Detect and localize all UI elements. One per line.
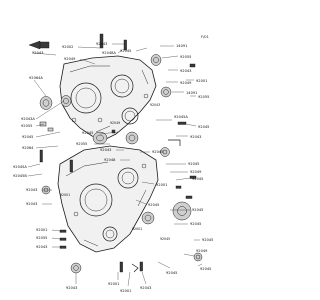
callout-33: 92043	[26, 188, 37, 192]
callout-7: 92045B	[13, 174, 27, 178]
pipe-right	[168, 139, 181, 146]
stud-bolt-right-3	[189, 175, 197, 179]
callout-5: 92064	[22, 146, 34, 150]
bearing-bottom	[70, 262, 82, 274]
callout-24: 92055	[76, 142, 87, 146]
upper-crankcase-half	[59, 55, 157, 141]
small-washer-left-2	[59, 237, 67, 241]
callout-50: 92001	[132, 227, 142, 231]
bearing-left-mid	[60, 95, 72, 107]
callout-30: 92045	[192, 177, 203, 181]
callout-39: 92045	[190, 222, 201, 226]
callout-8: 92002	[62, 45, 73, 49]
callout-48: 92049	[110, 121, 120, 125]
stud-bolt-bottom	[119, 261, 123, 273]
callout-2: 92043A	[21, 117, 35, 121]
callout-labels: 92043 92064A 92043A 92055 92045 92064 92…	[13, 42, 213, 293]
callout-27: 92045	[152, 150, 163, 154]
callout-42: 92045	[200, 267, 211, 271]
callout-29: 92049	[190, 170, 202, 174]
callout-34: 92043	[26, 202, 37, 206]
plug-left	[39, 121, 47, 127]
stud-bolt-right	[189, 63, 196, 68]
bearing-lower-right	[172, 201, 192, 221]
stud-bolt-left-2	[69, 159, 73, 173]
callout-44: 92001	[108, 282, 119, 286]
callout-51: 92001	[60, 193, 70, 197]
callout-21: 92045A	[174, 115, 188, 119]
callout-26: 92048	[104, 158, 116, 162]
callout-22: 92043	[190, 135, 201, 139]
callout-17: 14091	[186, 91, 197, 95]
callout-31: 92001	[156, 183, 167, 187]
callout-9: 92049	[64, 57, 76, 61]
callout-13: 14091	[176, 44, 187, 48]
callout-11: 92048A	[102, 51, 116, 55]
bearing-right-mid	[160, 86, 172, 98]
callout-41: 92049	[196, 249, 208, 253]
callout-40: 92045	[202, 238, 213, 242]
callout-32: 92045	[148, 203, 159, 207]
stud-bolt-top-2	[123, 39, 127, 51]
callout-15: 92043	[180, 69, 191, 73]
callout-19: 92055	[198, 95, 209, 99]
callout-16: 92049	[180, 81, 192, 85]
callout-37: 92043	[36, 245, 47, 249]
callout-25: 92043	[100, 148, 111, 152]
front-marker-icon	[28, 40, 50, 50]
callout-28: 92045	[188, 162, 199, 166]
oil-seal-center	[92, 131, 108, 145]
bearing-left-upper	[39, 96, 53, 110]
callout-20: 92045	[198, 125, 209, 129]
bearing-right-upper	[150, 54, 162, 66]
callout-23: 92045	[82, 131, 93, 135]
small-washer-right	[175, 185, 182, 189]
callout-47: 92045	[166, 271, 177, 275]
small-washer-left	[59, 229, 67, 233]
callout-4: 92045	[22, 135, 33, 139]
stud-bolt-right-4	[185, 195, 193, 199]
stud-bolt-bottom-2	[139, 261, 143, 272]
callout-36: 92055	[36, 236, 47, 240]
callout-14: 92055	[180, 55, 191, 59]
callout-45: 92001	[120, 289, 131, 293]
stud-bolt-left	[39, 149, 43, 163]
callout-18: 92001	[196, 79, 207, 83]
callout-0: 92043	[32, 51, 43, 55]
callout-6: 92045A	[13, 165, 27, 169]
callout-46: 92043	[140, 286, 151, 290]
callout-35: 92001	[36, 228, 47, 232]
exploded-parts-diagram: F/01	[13, 33, 213, 293]
bearing-lower-center	[141, 211, 155, 225]
page-tag: F/01	[201, 35, 209, 39]
callout-43: 92043	[66, 286, 77, 290]
stud-bolt-top	[99, 33, 104, 49]
callout-12: 92045	[120, 49, 131, 53]
lower-crankcase-half	[57, 145, 159, 253]
dowel-upper	[111, 129, 116, 134]
stud-bolt-right-2	[177, 121, 187, 125]
callout-49: 92043	[150, 103, 160, 107]
bracket-bottom	[131, 263, 139, 273]
bearing-bottom-right	[193, 252, 203, 262]
small-washer-left-3	[59, 245, 67, 249]
bearing-right-lower	[160, 147, 170, 157]
callout-1: 92064A	[29, 76, 43, 80]
bearing-center-lower	[125, 131, 139, 145]
callout-38: 92045	[192, 208, 203, 212]
callout-10: 92043	[96, 42, 107, 46]
callout-3: 92055	[21, 124, 32, 128]
plug-left-2	[47, 127, 54, 132]
callout-leaders	[27, 43, 203, 287]
callout-52: 92045	[160, 237, 170, 241]
